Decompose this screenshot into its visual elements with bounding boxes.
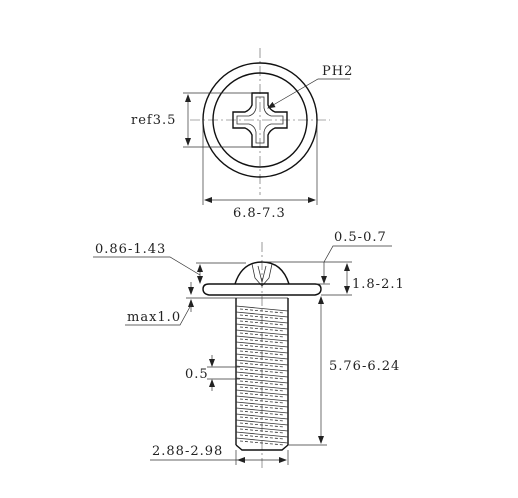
thread-root (239, 392, 285, 398)
ph2-label: PH2 (322, 64, 353, 79)
washer-leader-line (323, 245, 392, 263)
thread-root (239, 326, 285, 332)
thread-crest (235, 395, 289, 402)
thread-crest (235, 407, 289, 414)
thread-root (239, 398, 285, 404)
washer-thickness-label: 0.5-0.7 (334, 230, 387, 245)
thread-root (239, 410, 285, 416)
head-recess (251, 263, 273, 287)
thread-root (239, 314, 285, 320)
head-inner-circle (212, 72, 308, 168)
thread-crest (235, 329, 289, 336)
head-height-label: 1.8-2.1 (352, 277, 405, 292)
dome-leader-line (93, 256, 201, 276)
head-recess-inner (257, 265, 263, 283)
thread-crest (235, 317, 289, 324)
thread-root (239, 344, 285, 350)
thread-root (239, 386, 285, 392)
thread-crest (235, 377, 289, 384)
thread-crest (235, 419, 289, 426)
thread-root (239, 356, 285, 362)
thread-crest (235, 401, 289, 408)
ph2-leader-line (267, 78, 350, 109)
shank-tip (235, 444, 289, 451)
thread-root (239, 332, 285, 338)
thread-root (239, 380, 285, 386)
thread-crest (235, 335, 289, 342)
phillips-recess-inner (236, 96, 284, 144)
thread-root (239, 440, 285, 446)
thread-crest (235, 359, 289, 366)
dome-height-label: 0.86-1.43 (95, 242, 166, 257)
head-diameter-label: 6.8-7.3 (233, 206, 286, 221)
pitch-label: 0.5 (185, 367, 209, 382)
head-recess-inner-2 (261, 265, 267, 283)
thread-crest (235, 365, 289, 372)
thread-root (239, 434, 285, 440)
thread-root (239, 422, 285, 428)
thread-root (239, 416, 285, 422)
thread-diameter-label: 2.88-2.98 (152, 444, 223, 459)
thread-crest (235, 311, 289, 318)
top-view: PH2 ref3.5 6.8-7.3 (131, 48, 353, 221)
thread-crest (235, 413, 289, 420)
thread-root (239, 350, 285, 356)
thread-root (239, 338, 285, 344)
phillips-recess-outline (232, 92, 288, 148)
thread-root (239, 428, 285, 434)
thread-crest (235, 389, 289, 396)
thread-root (239, 362, 285, 368)
side-view: 1.8-2.1 0.5-0.7 0.86-1.43 max1.0 0.5 5.7… (93, 230, 405, 470)
ref-label: ref3.5 (131, 113, 176, 128)
thread-crest (235, 431, 289, 438)
underhead-label: max1.0 (127, 310, 181, 325)
thread-crest (235, 305, 289, 312)
length-label: 5.76-6.24 (329, 359, 400, 374)
thread-crest (235, 347, 289, 354)
thread-lines (235, 305, 289, 446)
underhead-leader-line (125, 304, 192, 326)
thread-root (239, 374, 285, 380)
thread-root (239, 308, 285, 314)
thread-crest (235, 323, 289, 330)
thread-root (239, 404, 285, 410)
thread-crest (235, 383, 289, 390)
thread-crest (235, 371, 289, 378)
thread-root (239, 368, 285, 374)
screw-washer-flange (202, 283, 322, 296)
thread-crest (235, 353, 289, 360)
thread-crest (235, 341, 289, 348)
thread-root (239, 320, 285, 326)
thread-crest (235, 437, 289, 444)
thread-crest (235, 425, 289, 432)
